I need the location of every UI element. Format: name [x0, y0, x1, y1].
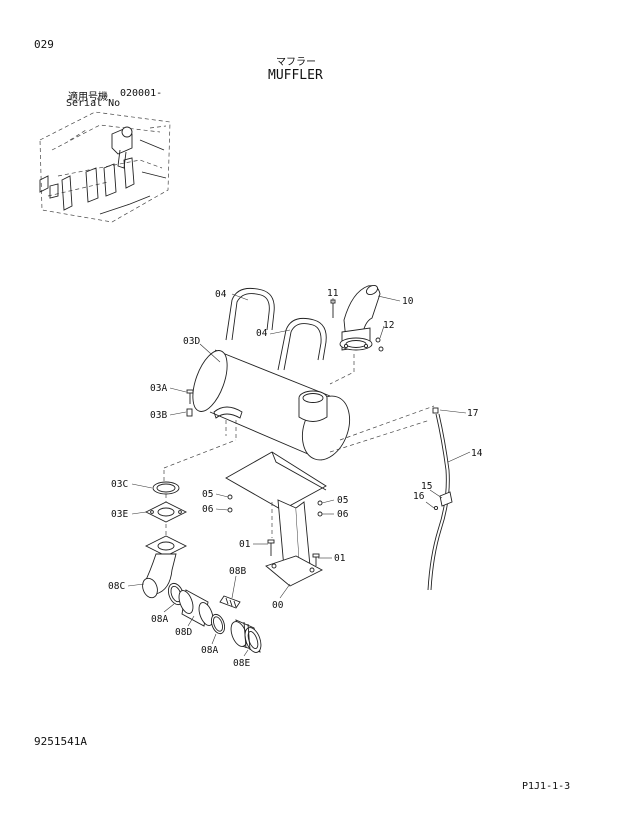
drain-hose [427, 407, 453, 591]
intake-tube-assembly [167, 582, 262, 653]
assembly-guide-lines [163, 354, 435, 538]
tail-pipe [330, 284, 384, 352]
bracket-fasteners [227, 494, 323, 566]
page-code: P1J1-1-3 [522, 781, 571, 792]
callout-01-left: 01 [239, 539, 251, 550]
callout-03c: 03C [111, 479, 128, 490]
callout-17: 17 [467, 408, 478, 419]
callout-03d: 03D [183, 336, 200, 347]
page-title: MUFFLER [268, 68, 323, 83]
drawing-number: 9251541A [34, 735, 87, 748]
elbow-pipe [142, 535, 188, 599]
muffler-bracket [225, 451, 327, 587]
leader-lines [127, 293, 471, 657]
callout-08d: 08D [175, 627, 192, 638]
callout-12: 12 [383, 320, 394, 331]
u-bolt-straps [225, 287, 327, 371]
callout-14: 14 [471, 448, 483, 459]
callout-06-right: 06 [337, 509, 349, 520]
callout-08e: 08E [233, 658, 250, 669]
callout-00: 00 [272, 600, 284, 611]
fasteners-03a-03b [186, 389, 194, 417]
callout-01-right: 01 [334, 553, 346, 564]
callout-05-left: 05 [202, 489, 213, 500]
callout-11: 11 [327, 288, 339, 299]
page-number: 029 [34, 38, 54, 51]
callout-16: 16 [413, 491, 425, 502]
callout-06-left: 06 [202, 504, 214, 515]
machine-location-thumbnail [39, 111, 171, 223]
callout-labels: 04 04 11 10 12 03D 03A 03B 17 14 03C 03E… [108, 288, 483, 669]
serial-label-jp: 適用号機 [68, 92, 108, 103]
serial-label-en: Serial No [66, 98, 121, 109]
callout-10: 10 [402, 296, 414, 307]
callout-04-upper: 04 [215, 289, 227, 300]
callout-03b: 03B [150, 410, 167, 421]
callout-05-right: 05 [337, 495, 348, 506]
title-japanese: マフラー [276, 57, 316, 68]
callout-15: 15 [421, 481, 432, 492]
callout-08b: 08B [229, 566, 246, 577]
callout-03a: 03A [150, 383, 167, 394]
serial-value: 020001- [120, 88, 163, 99]
callout-04-lower: 04 [256, 328, 268, 339]
gasket-and-flange [144, 481, 188, 523]
callout-03e: 03E [111, 509, 128, 520]
callout-08c: 08C [108, 581, 125, 592]
callout-08a-left: 08A [151, 614, 168, 625]
callout-08a-right: 08A [201, 645, 218, 656]
muffler-body [192, 349, 351, 462]
